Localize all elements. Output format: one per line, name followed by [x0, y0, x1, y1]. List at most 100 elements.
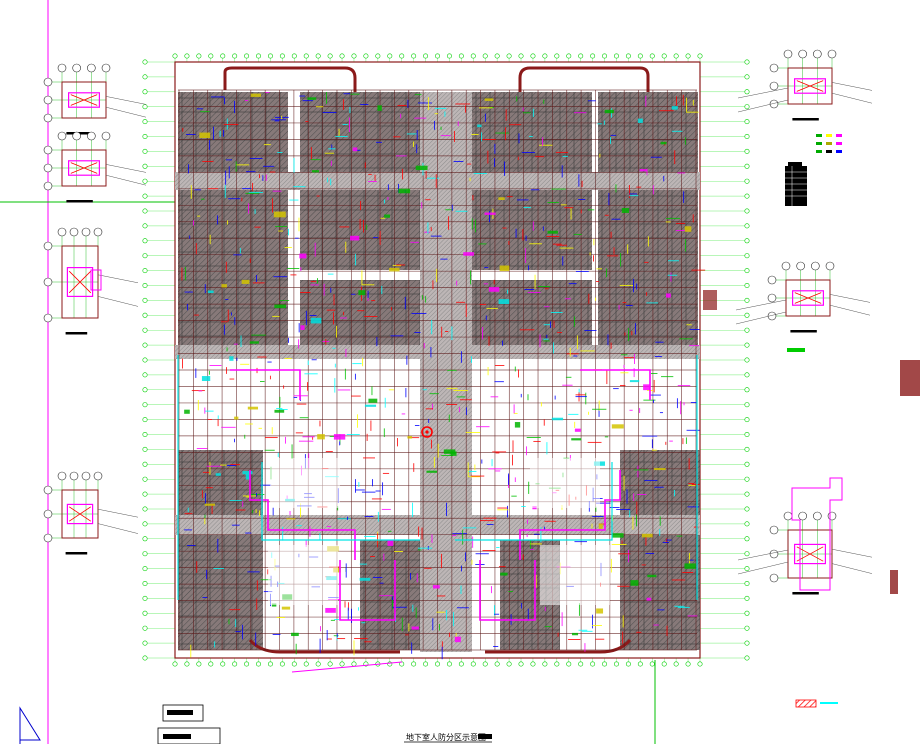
axis-bubble — [142, 297, 148, 303]
axis-bubble — [196, 661, 202, 667]
axis-bubble — [744, 417, 750, 423]
detail-axis-bubble — [43, 113, 53, 123]
axis-bubble — [315, 53, 321, 59]
detail-axis-bubble — [43, 163, 53, 173]
legend-box-1 — [162, 704, 204, 722]
axis-bubble — [184, 661, 190, 667]
axis-bubble — [744, 655, 750, 661]
detail-callouts — [43, 49, 873, 595]
axis-bubble — [506, 53, 512, 59]
detail-axis-bubble — [72, 63, 81, 73]
axis-bubble — [142, 551, 148, 557]
detail-callout-6 — [767, 261, 871, 333]
axis-bubble — [142, 253, 148, 259]
detail-caption — [66, 200, 93, 203]
detail-zone — [66, 503, 94, 525]
axis-bubble — [142, 208, 148, 214]
cyan-walls — [177, 355, 698, 600]
axis-bubble — [208, 661, 214, 667]
detail-axis-bubble — [767, 275, 777, 285]
detail-axis-bubble — [43, 241, 53, 251]
axis-bubble — [387, 661, 393, 667]
detail-axis-bubble — [767, 311, 777, 321]
axis-bubble — [232, 53, 238, 59]
axis-bubble — [744, 193, 750, 199]
drawing-title: 地下室人防分区示意图 — [406, 732, 486, 742]
detail-axis-bubble — [769, 81, 779, 91]
detail-hatch — [70, 94, 98, 106]
detail-axis-bubble — [72, 131, 81, 141]
axis-bubble — [411, 661, 417, 667]
axis-bubble — [744, 134, 750, 140]
axis-bubble — [458, 661, 464, 667]
axis-bubble — [142, 595, 148, 601]
detail-hatch — [68, 270, 92, 294]
legend-red-hatch — [795, 699, 838, 708]
leader-line — [291, 661, 403, 673]
detail-axis-bubble — [69, 227, 79, 237]
detail-caption — [792, 592, 819, 595]
axis-bubble — [142, 327, 148, 333]
detail-axis-bubble — [798, 49, 807, 59]
axis-bubble — [744, 625, 750, 631]
axis-bubble — [351, 53, 357, 59]
zone-boundary — [249, 470, 356, 560]
axis-bubble — [142, 223, 148, 229]
axis-bubble — [685, 53, 691, 59]
axis-bubble — [744, 476, 750, 482]
detail-axis-bubble — [93, 471, 103, 481]
room-grid — [360, 540, 420, 650]
axis-bubble — [363, 53, 369, 59]
detail-axis-bubble — [43, 181, 53, 191]
legend-box-2 — [157, 727, 221, 744]
axis-bubble — [172, 53, 178, 59]
axis-bubble — [744, 178, 750, 184]
axis-bubble — [590, 53, 596, 59]
axis-bubble — [142, 89, 148, 95]
axis-bubble — [232, 661, 238, 667]
axis-bubble — [625, 53, 631, 59]
room-grid — [472, 190, 592, 270]
axis-bubble — [446, 661, 452, 667]
axis-bubble — [244, 53, 250, 59]
axis-bubble — [637, 53, 643, 59]
axis-bubble — [220, 661, 226, 667]
axis-bubble — [142, 268, 148, 274]
axis-bubble — [494, 661, 500, 667]
axis-bubble — [744, 119, 750, 125]
room-grid — [472, 92, 592, 176]
axis-bubble — [518, 661, 524, 667]
legend-table — [785, 162, 807, 206]
axis-bubble — [339, 661, 345, 667]
axis-bubble — [744, 357, 750, 363]
axis-bubble — [602, 53, 608, 59]
detail-zone — [67, 160, 100, 176]
red-location-marker[interactable] — [421, 426, 433, 438]
axis-bubble — [744, 104, 750, 110]
detail-axis-bubble — [769, 525, 779, 535]
detail-axis-bubble — [769, 63, 779, 73]
right-margin-notes — [703, 290, 920, 594]
detail-axis-bubble — [87, 131, 96, 141]
axis-bubble — [673, 661, 679, 667]
detail-axis-bubble — [769, 549, 779, 559]
open-area — [540, 545, 610, 605]
axis-bubble — [327, 661, 333, 667]
detail-axis-bubble — [767, 293, 777, 303]
axis-bubble — [142, 178, 148, 184]
axis-bubble — [482, 53, 488, 59]
axis-bubble — [542, 53, 548, 59]
axis-bubble — [327, 53, 333, 59]
detail-axis-bubble — [798, 511, 807, 521]
axis-bubble — [399, 53, 405, 59]
detail-axis-bubble — [69, 471, 79, 481]
axis-bubble — [744, 566, 750, 572]
cyan-wall — [261, 462, 420, 541]
axis-bubble — [142, 521, 148, 527]
axis-bubble — [256, 661, 262, 667]
detail-axis-bubble — [57, 63, 67, 73]
detail-axis-bubble — [811, 261, 820, 271]
cyan-wall — [455, 462, 613, 541]
axis-bubble — [446, 53, 452, 59]
